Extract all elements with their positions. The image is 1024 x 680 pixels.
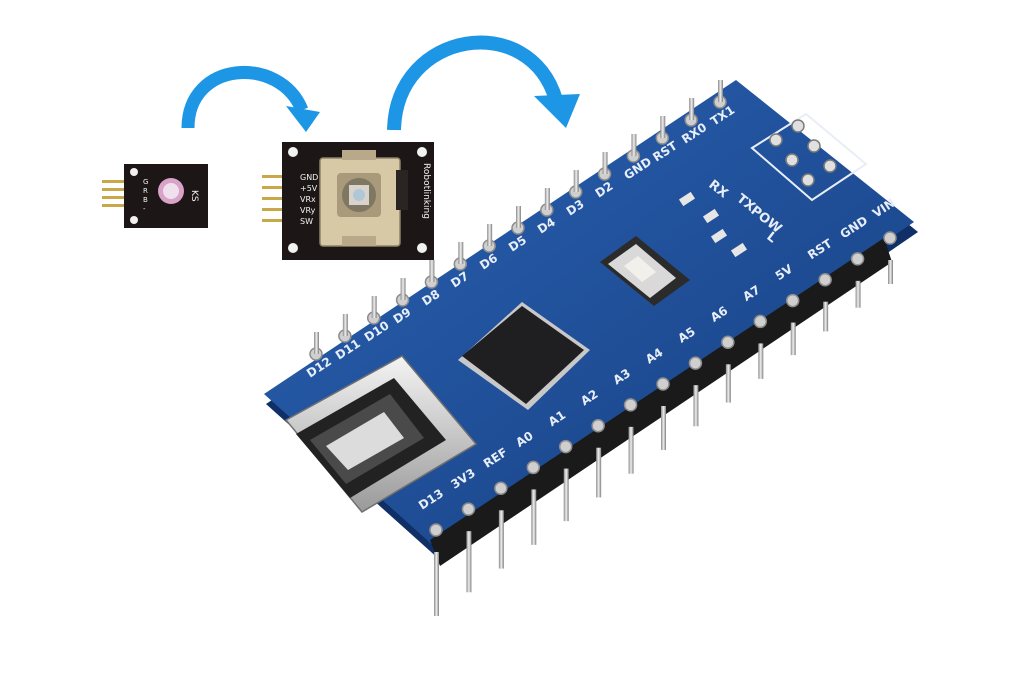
header-pin [660,116,666,138]
header-pin [661,406,666,450]
reset-button [600,236,690,306]
header-pin [628,426,634,474]
pin-pad [494,481,508,496]
header-pin [342,314,348,336]
header-pin [602,152,608,174]
icsp-pin [807,139,821,153]
header-pin [823,301,829,332]
joystick-gimbal [319,150,408,247]
arduino-nano-board: RX TX POW L TX1RX0RSTGNDD2D3D4D5D6D7D8D9… [264,80,918,616]
header-pin [314,332,319,354]
pin-pad [656,377,670,391]
joystick-pin-label: +5V [300,184,318,193]
curved-arrow-icon [181,66,320,132]
led-module-pin-label: R [143,187,148,195]
pin-pad [818,272,832,287]
header-pin [531,489,537,545]
joystick-pin-label: SW [300,217,313,226]
icsp-pin [823,159,837,173]
pin-pad [753,314,768,329]
joystick-pin-label: GND [300,173,318,182]
icsp-header [750,112,868,202]
header-pin [466,531,472,593]
top-pin-row [309,80,727,361]
joystick-pin-label: VRy [300,206,316,215]
pin-pad [461,502,476,516]
pin-pad [623,398,638,412]
header-pin [400,278,406,300]
header-pin [631,134,637,156]
led-module-pin-label: B [143,196,148,204]
header-pin [855,280,861,308]
header-pin [371,296,377,318]
pin-pad [591,418,605,433]
pin-pad [721,335,735,350]
microcontroller-chip [458,302,590,410]
header-pin [758,343,764,379]
joystick-brand-label: Robotlinking [421,163,431,219]
icsp-pin [769,133,783,147]
header-pin [498,510,504,569]
header-pin [693,385,699,427]
curved-arrow-icon [387,35,580,131]
header-pin [718,80,723,102]
header-pin [689,98,695,120]
header-pin [573,170,579,192]
mini-usb-port [284,355,478,513]
led-module-pin-label: G [143,178,148,186]
pin-pad [558,439,573,454]
pin-pad [429,523,443,537]
pin-pad [785,293,800,308]
header-pin [458,242,464,264]
pin-pad [526,460,541,475]
smd-leds [678,191,748,258]
pin-pad [688,356,703,370]
header-pin [429,260,435,282]
icsp-pin [791,119,805,133]
module-pins [102,180,128,207]
bottom-pin-row [429,231,897,537]
header-pin [544,188,550,210]
pin-pad [883,231,897,245]
pin-pad [850,252,865,266]
led-module-pin-label: - [143,205,146,213]
bottom-pin-header [430,238,893,616]
joystick-module: GND +5V VRx VRy SW Robotlinking [262,142,434,260]
header-pin [725,364,731,403]
led-module-label: KS [189,190,199,202]
header-pin [888,260,893,284]
header-pin [516,206,521,228]
rgb-led-module: KS G R B - [102,164,208,228]
header-pin [790,322,796,356]
joystick-pin-label: VRx [300,195,316,204]
icsp-pin [801,173,815,187]
header-pin [596,447,602,498]
header-pin [434,552,439,616]
icsp-pin [785,153,799,167]
header-pin [563,468,569,522]
header-pin [487,224,493,246]
